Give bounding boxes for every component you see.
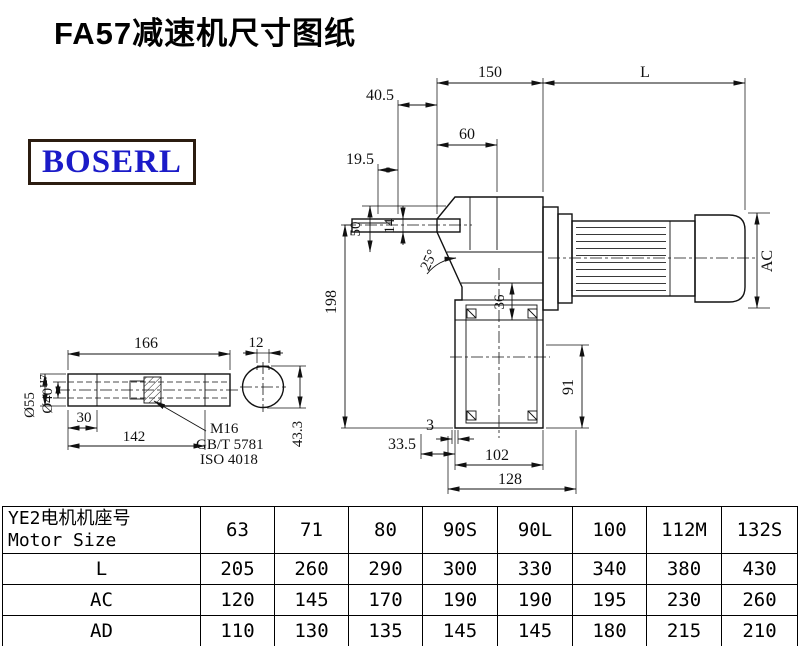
cell: 120 xyxy=(200,584,275,616)
dim-166-label: 166 xyxy=(134,335,158,352)
shaft-detail-view: M16 GB/T 5781 ISO 4018 166 30 142 Ø55 Ø4… xyxy=(22,335,264,468)
note-m16: M16 xyxy=(210,421,239,437)
col-header: 90L xyxy=(497,506,573,554)
input-shaft xyxy=(344,218,472,233)
cell: 195 xyxy=(572,584,647,616)
col-header: 100 xyxy=(572,506,647,554)
table-row-AC: AC 120 145 170 190 190 195 230 260 xyxy=(2,584,798,616)
dim-128-label: 128 xyxy=(498,471,522,488)
dim-33-5-label: 33.5 xyxy=(388,436,416,453)
page-title: FA57减速机尺寸图纸 xyxy=(54,16,357,51)
cell: 260 xyxy=(721,584,798,616)
cell: 210 xyxy=(721,615,798,646)
cell: 380 xyxy=(646,553,722,585)
dim-91-label: 91 xyxy=(560,379,577,395)
fan-cover xyxy=(694,214,746,303)
cell: 205 xyxy=(200,553,275,585)
boserl-logo: BOSERL xyxy=(28,139,196,185)
table-row-AD: AD 110 130 135 145 145 180 215 210 xyxy=(2,615,798,646)
dim-142-label: 142 xyxy=(123,429,146,445)
dim-36-label: 36 xyxy=(492,294,508,310)
dim-dia55-label: Ø55 xyxy=(22,392,38,418)
dim-L-label: L xyxy=(640,64,650,81)
cell: 260 xyxy=(274,553,349,585)
cell: 170 xyxy=(348,584,423,616)
col-header: 63 xyxy=(200,506,275,554)
dim-30-label: 30 xyxy=(77,410,92,426)
cell: 230 xyxy=(646,584,722,616)
cell: 430 xyxy=(721,553,798,585)
col-header: 132S xyxy=(721,506,798,554)
row-label: L xyxy=(2,553,201,585)
col-header: 80 xyxy=(348,506,423,554)
dim-19-5-label: 19.5 xyxy=(346,151,374,168)
dim-198-label: 198 xyxy=(323,290,340,314)
motor-size-table: YE2电机机座号 Motor Size 63 71 80 90S 90L 100… xyxy=(2,506,798,646)
gearbox-housing xyxy=(436,196,550,438)
cell: 290 xyxy=(348,553,423,585)
dim-3-label: 3 xyxy=(426,417,434,434)
motor-fins xyxy=(576,226,666,291)
cell: 145 xyxy=(422,615,498,646)
dim-25deg-label: 25° xyxy=(418,247,441,273)
cell: 340 xyxy=(572,553,647,585)
cell: 145 xyxy=(497,615,573,646)
dim-AC-label: AC xyxy=(759,250,776,272)
dim-40-5-label: 40.5 xyxy=(366,87,394,104)
logo-text: BOSERL xyxy=(42,143,182,180)
dim-14-label: 14 xyxy=(382,218,398,234)
dim-43-3-label: 43.3 xyxy=(290,421,306,447)
thread-leader-line xyxy=(153,400,207,432)
cell: 180 xyxy=(572,615,647,646)
cell: 215 xyxy=(646,615,722,646)
row-label: AC xyxy=(2,584,201,616)
dim-150-label: 150 xyxy=(478,64,502,81)
col-header: 112M xyxy=(646,506,722,554)
bolt-section xyxy=(143,376,162,404)
dim-50-label: 50 xyxy=(348,222,364,237)
cell: 330 xyxy=(497,553,573,585)
cell: 300 xyxy=(422,553,498,585)
dim-102-label: 102 xyxy=(485,447,509,464)
col-header: 71 xyxy=(274,506,349,554)
dim-dia40h7-label: Ø40H7 xyxy=(38,374,56,414)
dimensions-main: 150 L 40.5 60 19.5 50 14 25° 198 AC 36 9… xyxy=(323,64,776,494)
cell: 190 xyxy=(497,584,573,616)
row-label: AD xyxy=(2,615,201,646)
shaft-end-view: 12 43.3 xyxy=(240,335,306,447)
electric-motor xyxy=(542,206,757,311)
header-line-en: Motor Size xyxy=(8,530,117,551)
cell: 130 xyxy=(274,615,349,646)
bore-circle xyxy=(241,365,285,409)
note-iso-standard: ISO 4018 xyxy=(200,452,258,468)
table-header-row: YE2电机机座号 Motor Size 63 71 80 90S 90L 100… xyxy=(2,506,798,554)
col-header: 90S xyxy=(422,506,498,554)
motor-size-header: YE2电机机座号 Motor Size xyxy=(2,506,201,554)
dim-12-label: 12 xyxy=(249,335,264,351)
table-row-L: L 205 260 290 300 330 340 380 430 xyxy=(2,553,798,585)
header-line-cn: YE2电机机座号 xyxy=(8,508,131,530)
main-view: 150 L 40.5 60 19.5 50 14 25° 198 AC 36 9… xyxy=(323,64,776,494)
cell: 145 xyxy=(274,584,349,616)
cell: 110 xyxy=(200,615,275,646)
dim-60-label: 60 xyxy=(459,126,475,143)
cell: 135 xyxy=(348,615,423,646)
note-gb-standard: GB/T 5781 xyxy=(196,437,264,453)
flange-bolts xyxy=(466,308,538,421)
cell: 190 xyxy=(422,584,498,616)
